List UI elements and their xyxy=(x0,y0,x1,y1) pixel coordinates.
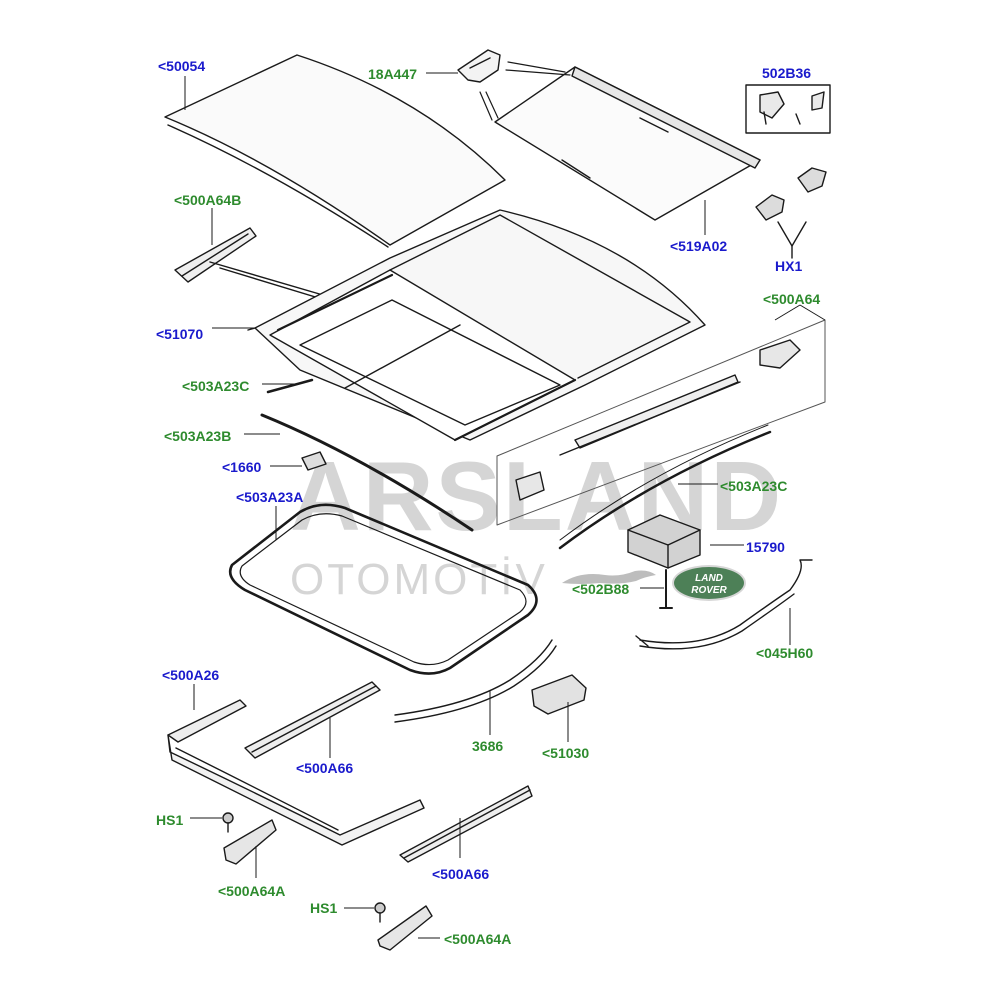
callout-502B88[interactable]: <502B88 xyxy=(572,581,630,597)
connectors-HX1 xyxy=(755,167,827,259)
callout-503A23A[interactable]: <503A23A xyxy=(236,489,304,505)
bracket-51030 xyxy=(531,674,587,715)
rail-500A66-upper xyxy=(244,681,381,759)
seal-503A23C-right xyxy=(558,430,772,550)
callout-503A23C-right[interactable]: <503A23C xyxy=(720,478,788,494)
callout-503A23C-left[interactable]: <503A23C xyxy=(182,378,250,394)
callout-500A64B[interactable]: <500A64B xyxy=(174,192,242,208)
rail-500A66-lower xyxy=(399,785,533,863)
seal-503A23B xyxy=(260,413,474,532)
seal-503A23A xyxy=(228,503,538,675)
pad-1660 xyxy=(301,451,327,471)
land-rover-logo-line1: LAND xyxy=(695,573,723,584)
callout-500A66-upper[interactable]: <500A66 xyxy=(296,760,354,776)
callout-500A26[interactable]: <500A26 xyxy=(162,667,220,683)
land-rover-logo: LAND ROVER xyxy=(672,565,746,601)
callout-503A23B[interactable]: <503A23B xyxy=(164,428,232,444)
glass-panel-50054 xyxy=(164,54,506,248)
bracket-500A64A-upper xyxy=(223,819,277,865)
guide-500A64B xyxy=(174,227,346,307)
callout-500A64A-lower[interactable]: <500A64A xyxy=(444,931,512,947)
callout-519A02[interactable]: <519A02 xyxy=(670,238,728,254)
land-rover-logo-line2: ROVER xyxy=(691,585,727,596)
callout-045H60[interactable]: <045H60 xyxy=(756,645,814,661)
bracket-500A64A-lower xyxy=(377,905,433,951)
callout-HX1[interactable]: HX1 xyxy=(775,258,803,274)
callout-500A64A-upper[interactable]: <500A64A xyxy=(218,883,286,899)
bracket-18A447 xyxy=(457,49,501,83)
cable-3686 xyxy=(394,639,557,723)
jaguar-logo xyxy=(562,570,656,584)
frame-500A26 xyxy=(167,699,425,846)
watermark-subtitle: OTOMOTİV xyxy=(290,555,548,604)
cable-045H60 xyxy=(635,559,813,650)
callout-1660[interactable]: <1660 xyxy=(222,459,262,475)
callout-502B36[interactable]: 502B36 xyxy=(762,65,812,81)
callout-15790[interactable]: 15790 xyxy=(746,539,785,555)
roof-frame-51070 xyxy=(247,209,706,442)
motor-15790 xyxy=(627,514,701,609)
callout-HS1-lower[interactable]: HS1 xyxy=(310,900,338,916)
screw-HS1-lower xyxy=(374,902,386,923)
callout-51070[interactable]: <51070 xyxy=(156,326,204,342)
outline-group-500A64 xyxy=(496,319,826,526)
screw-HS1-upper xyxy=(222,812,234,833)
callout-50054[interactable]: <50054 xyxy=(158,58,206,74)
callout-HS1-upper[interactable]: HS1 xyxy=(156,812,184,828)
callout-3686[interactable]: 3686 xyxy=(472,738,504,754)
seal-503A23C-left xyxy=(266,378,314,394)
callout-51030[interactable]: <51030 xyxy=(542,745,590,761)
clip-kit-502B36 xyxy=(745,84,831,134)
sunblind-519A02 xyxy=(494,66,761,221)
callout-500A64[interactable]: <500A64 xyxy=(763,291,821,307)
callout-18A447[interactable]: 18A447 xyxy=(368,66,418,82)
callout-500A66-lower[interactable]: <500A66 xyxy=(432,866,490,882)
